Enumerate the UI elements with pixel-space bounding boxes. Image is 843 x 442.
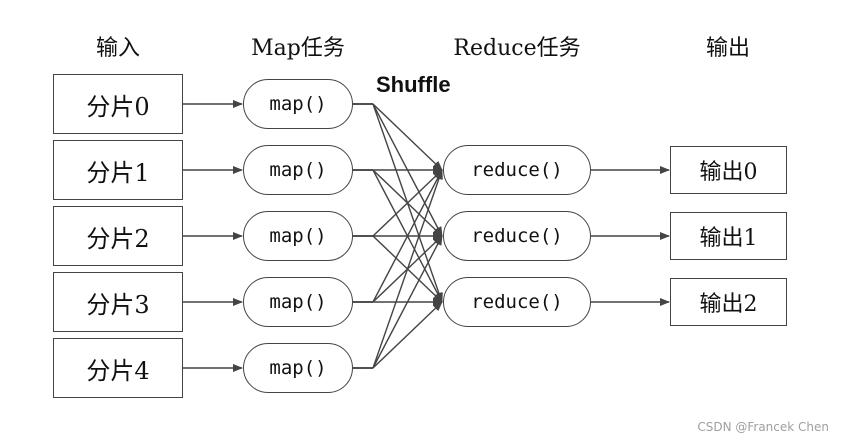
shuffle-edge-4-0 xyxy=(372,169,443,369)
shuffle-edge-3-0 xyxy=(372,169,443,303)
split-box-3: 分片3 xyxy=(53,272,183,332)
map-node-1: map() xyxy=(243,145,353,195)
shuffle-label: Shuffle xyxy=(376,72,451,97)
output-box-2: 输出2 xyxy=(670,278,787,326)
split-box-2: 分片2 xyxy=(53,206,183,266)
split-box-1: 分片1 xyxy=(53,140,183,200)
output-box-0: 输出0 xyxy=(670,146,787,194)
header-reduce: Reduce任务 xyxy=(453,36,581,61)
reduce-node-2: reduce() xyxy=(443,277,591,327)
shuffle-edge-2-0 xyxy=(372,169,443,237)
map-node-0: map() xyxy=(243,79,353,129)
shuffle-edge-0-0 xyxy=(372,103,443,171)
header-input: 输入 xyxy=(95,36,141,61)
reduce-node-1: reduce() xyxy=(443,211,591,261)
split-box-4: 分片4 xyxy=(53,338,183,398)
output-box-1: 输出1 xyxy=(670,212,787,260)
header-output: 输出 xyxy=(705,36,751,61)
shuffle-edge-4-1 xyxy=(372,235,443,369)
split-box-0: 分片0 xyxy=(53,74,183,134)
reduce-node-0: reduce() xyxy=(443,145,591,195)
watermark: CSDN @Francek Chen xyxy=(697,420,829,434)
header-map: Map任务 xyxy=(251,36,345,61)
map-node-4: map() xyxy=(243,343,353,393)
shuffle-edge-4-2 xyxy=(372,301,443,369)
map-node-2: map() xyxy=(243,211,353,261)
map-node-3: map() xyxy=(243,277,353,327)
